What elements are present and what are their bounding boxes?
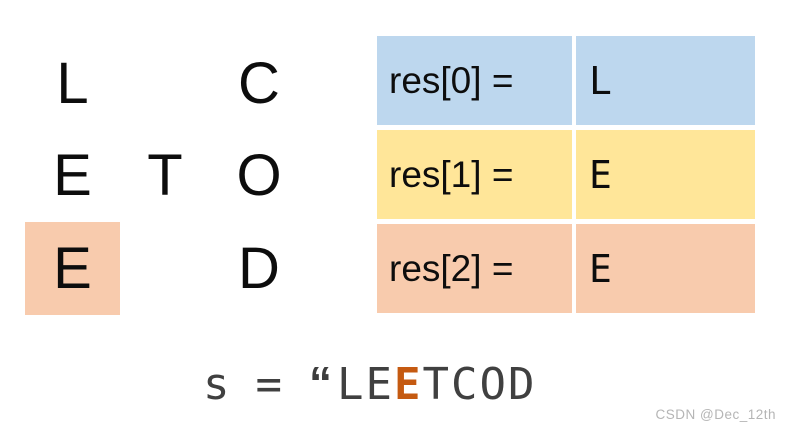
res-row-1: res[1] = E [377, 130, 755, 219]
zigzag-cell-r0c1 [120, 38, 210, 130]
zigzag-cell-r2c1 [120, 222, 210, 315]
zigzag-cell-r0c0: L [56, 51, 89, 116]
res-row-1-label: res[1] = [377, 130, 572, 219]
zigzag-cell-r1c1: T [147, 143, 183, 208]
string-prefix: LE [337, 359, 394, 410]
res-row-1-value: E [576, 130, 755, 219]
res-row-2-value: E [576, 224, 755, 313]
expression-variable: s [203, 359, 230, 410]
res-row-2: res[2] = E [377, 224, 755, 313]
res-table: res[0] = L res[1] = E res[2] = E [377, 36, 755, 313]
quoted-string: “ LE E TCOD [309, 360, 539, 408]
expression-equals-sign: = [255, 359, 283, 410]
open-quote: “ [309, 357, 332, 409]
zigzag-cell-r0c2: C [238, 51, 280, 116]
res-row-0-label: res[0] = [377, 36, 572, 125]
zigzag-cell-r2c2: D [238, 235, 280, 301]
string-highlighted-char: E [393, 359, 423, 410]
zigzag-cell-r2c0-highlighted: E [25, 222, 120, 315]
res-row-0: res[0] = L [377, 36, 755, 125]
res-row-0-value: L [576, 36, 755, 125]
zigzag-cell-r1c2: O [236, 143, 282, 208]
string-expression: s = “ LE E TCOD [203, 360, 539, 408]
zigzag-grid: L C E T O E D [25, 38, 308, 315]
string-suffix: TCOD [422, 359, 537, 410]
res-row-2-label: res[2] = [377, 224, 572, 313]
csdn-watermark: CSDN @Dec_12th [655, 407, 776, 422]
zigzag-cell-r1c0: E [53, 143, 92, 208]
